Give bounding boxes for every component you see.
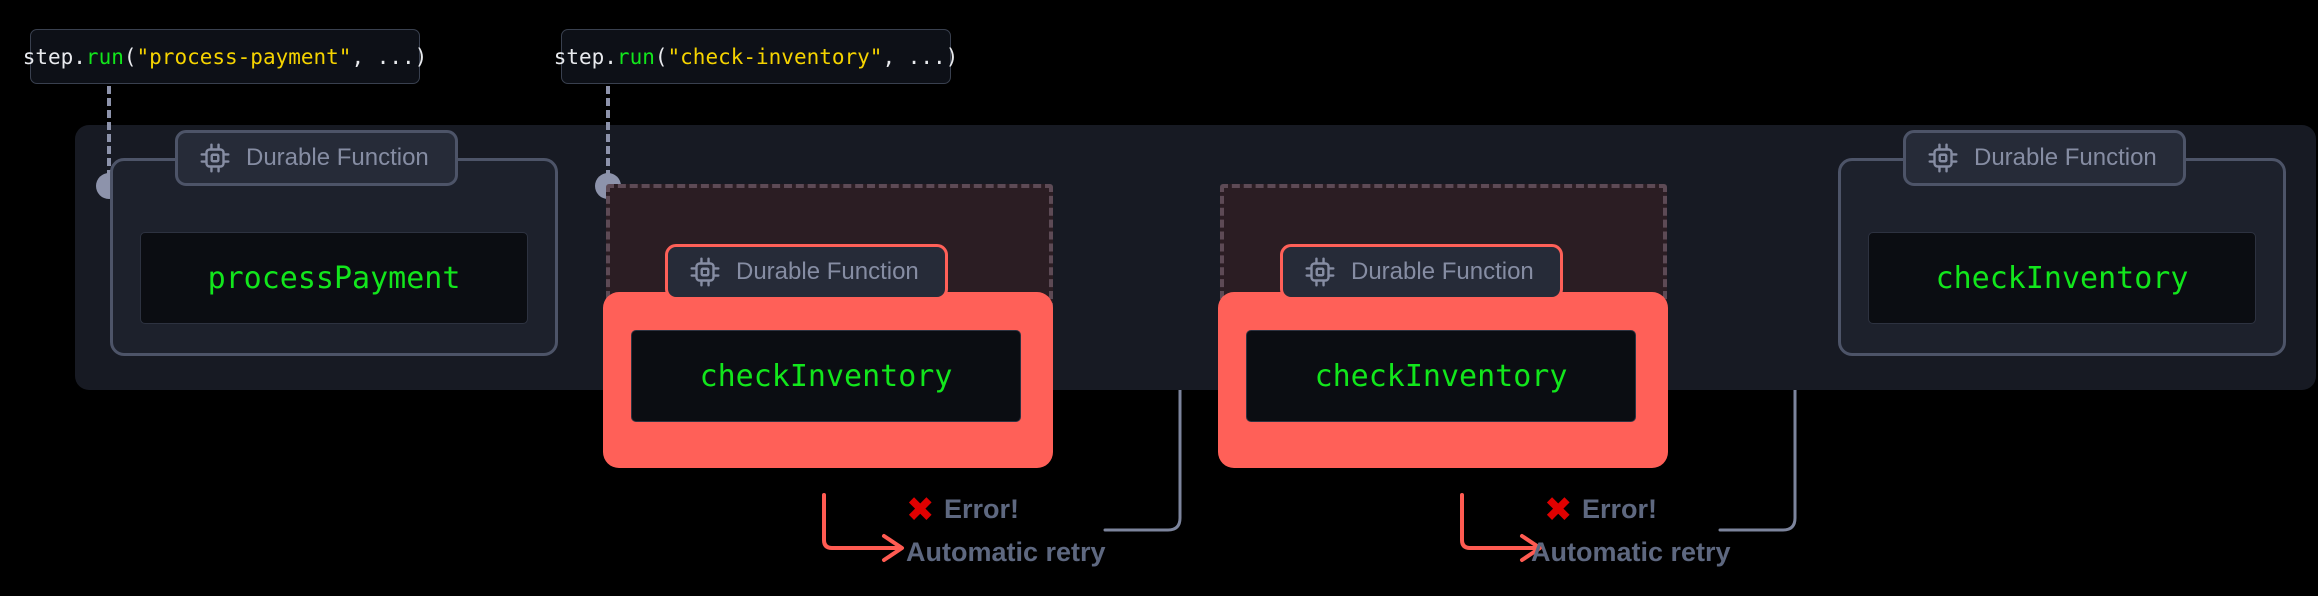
function-block-check-inventory-attempt-1[interactable]: Durable Function checkInventory [603,244,1053,468]
error-arrow-2 [1460,493,1540,550]
code-token-string: "check-inventory" [667,44,883,69]
drop-line-process-payment [107,86,111,178]
code-label-check-inventory[interactable]: step.run("check-inventory", ...) [554,29,958,84]
function-block-check-inventory-attempt-2[interactable]: Durable Function checkInventory [1218,244,1668,468]
badge-label: Durable Function [246,144,429,171]
code-token-function: run [616,44,655,69]
drop-line-check-inventory [606,86,610,178]
retry-label: Automatic retry [1531,537,1731,567]
code-token-prefix: step. [22,44,86,69]
function-name-box: checkInventory [1246,330,1636,422]
code-token-open-paren: ( [654,44,668,69]
error-x-icon: ✖ [1544,490,1573,530]
error-x-icon: ✖ [906,490,935,530]
error-arrowhead-1 [882,534,904,562]
error-label: Error! [944,494,1020,524]
code-token-function: run [85,44,124,69]
function-name: checkInventory [699,358,953,394]
code-token-open-paren: ( [123,44,137,69]
function-block-process-payment[interactable]: Durable Function processPayment [110,130,558,356]
durable-function-badge[interactable]: Durable Function [1903,130,2186,186]
cpu-chip-icon [690,257,720,287]
error-arrow-1 [822,493,902,550]
durable-function-badge[interactable]: Durable Function [665,244,948,300]
function-name-box: checkInventory [631,330,1021,422]
function-name: checkInventory [1935,260,2189,296]
badge-label: Durable Function [1974,144,2157,171]
code-token-suffix: , ...) [351,44,428,69]
function-block-check-inventory-success[interactable]: Durable Function checkInventory [1838,130,2286,356]
cpu-chip-icon [200,143,230,173]
error-label: Error! [1582,494,1658,524]
code-label-process-payment[interactable]: step.run("process-payment", ...) [23,29,427,84]
badge-label: Durable Function [736,258,919,285]
retry-label: Automatic retry [906,537,1106,567]
durable-function-badge[interactable]: Durable Function [1280,244,1563,300]
code-token-string: "process-payment" [136,44,352,69]
function-name: processPayment [207,260,461,296]
function-name: checkInventory [1314,358,1568,394]
cpu-chip-icon [1305,257,1335,287]
function-name-box: processPayment [140,232,528,324]
function-name-box: checkInventory [1868,232,2256,324]
code-token-suffix: , ...) [882,44,959,69]
cpu-chip-icon [1928,143,1958,173]
code-token-prefix: step. [553,44,617,69]
badge-label: Durable Function [1351,258,1534,285]
durable-function-badge[interactable]: Durable Function [175,130,458,186]
